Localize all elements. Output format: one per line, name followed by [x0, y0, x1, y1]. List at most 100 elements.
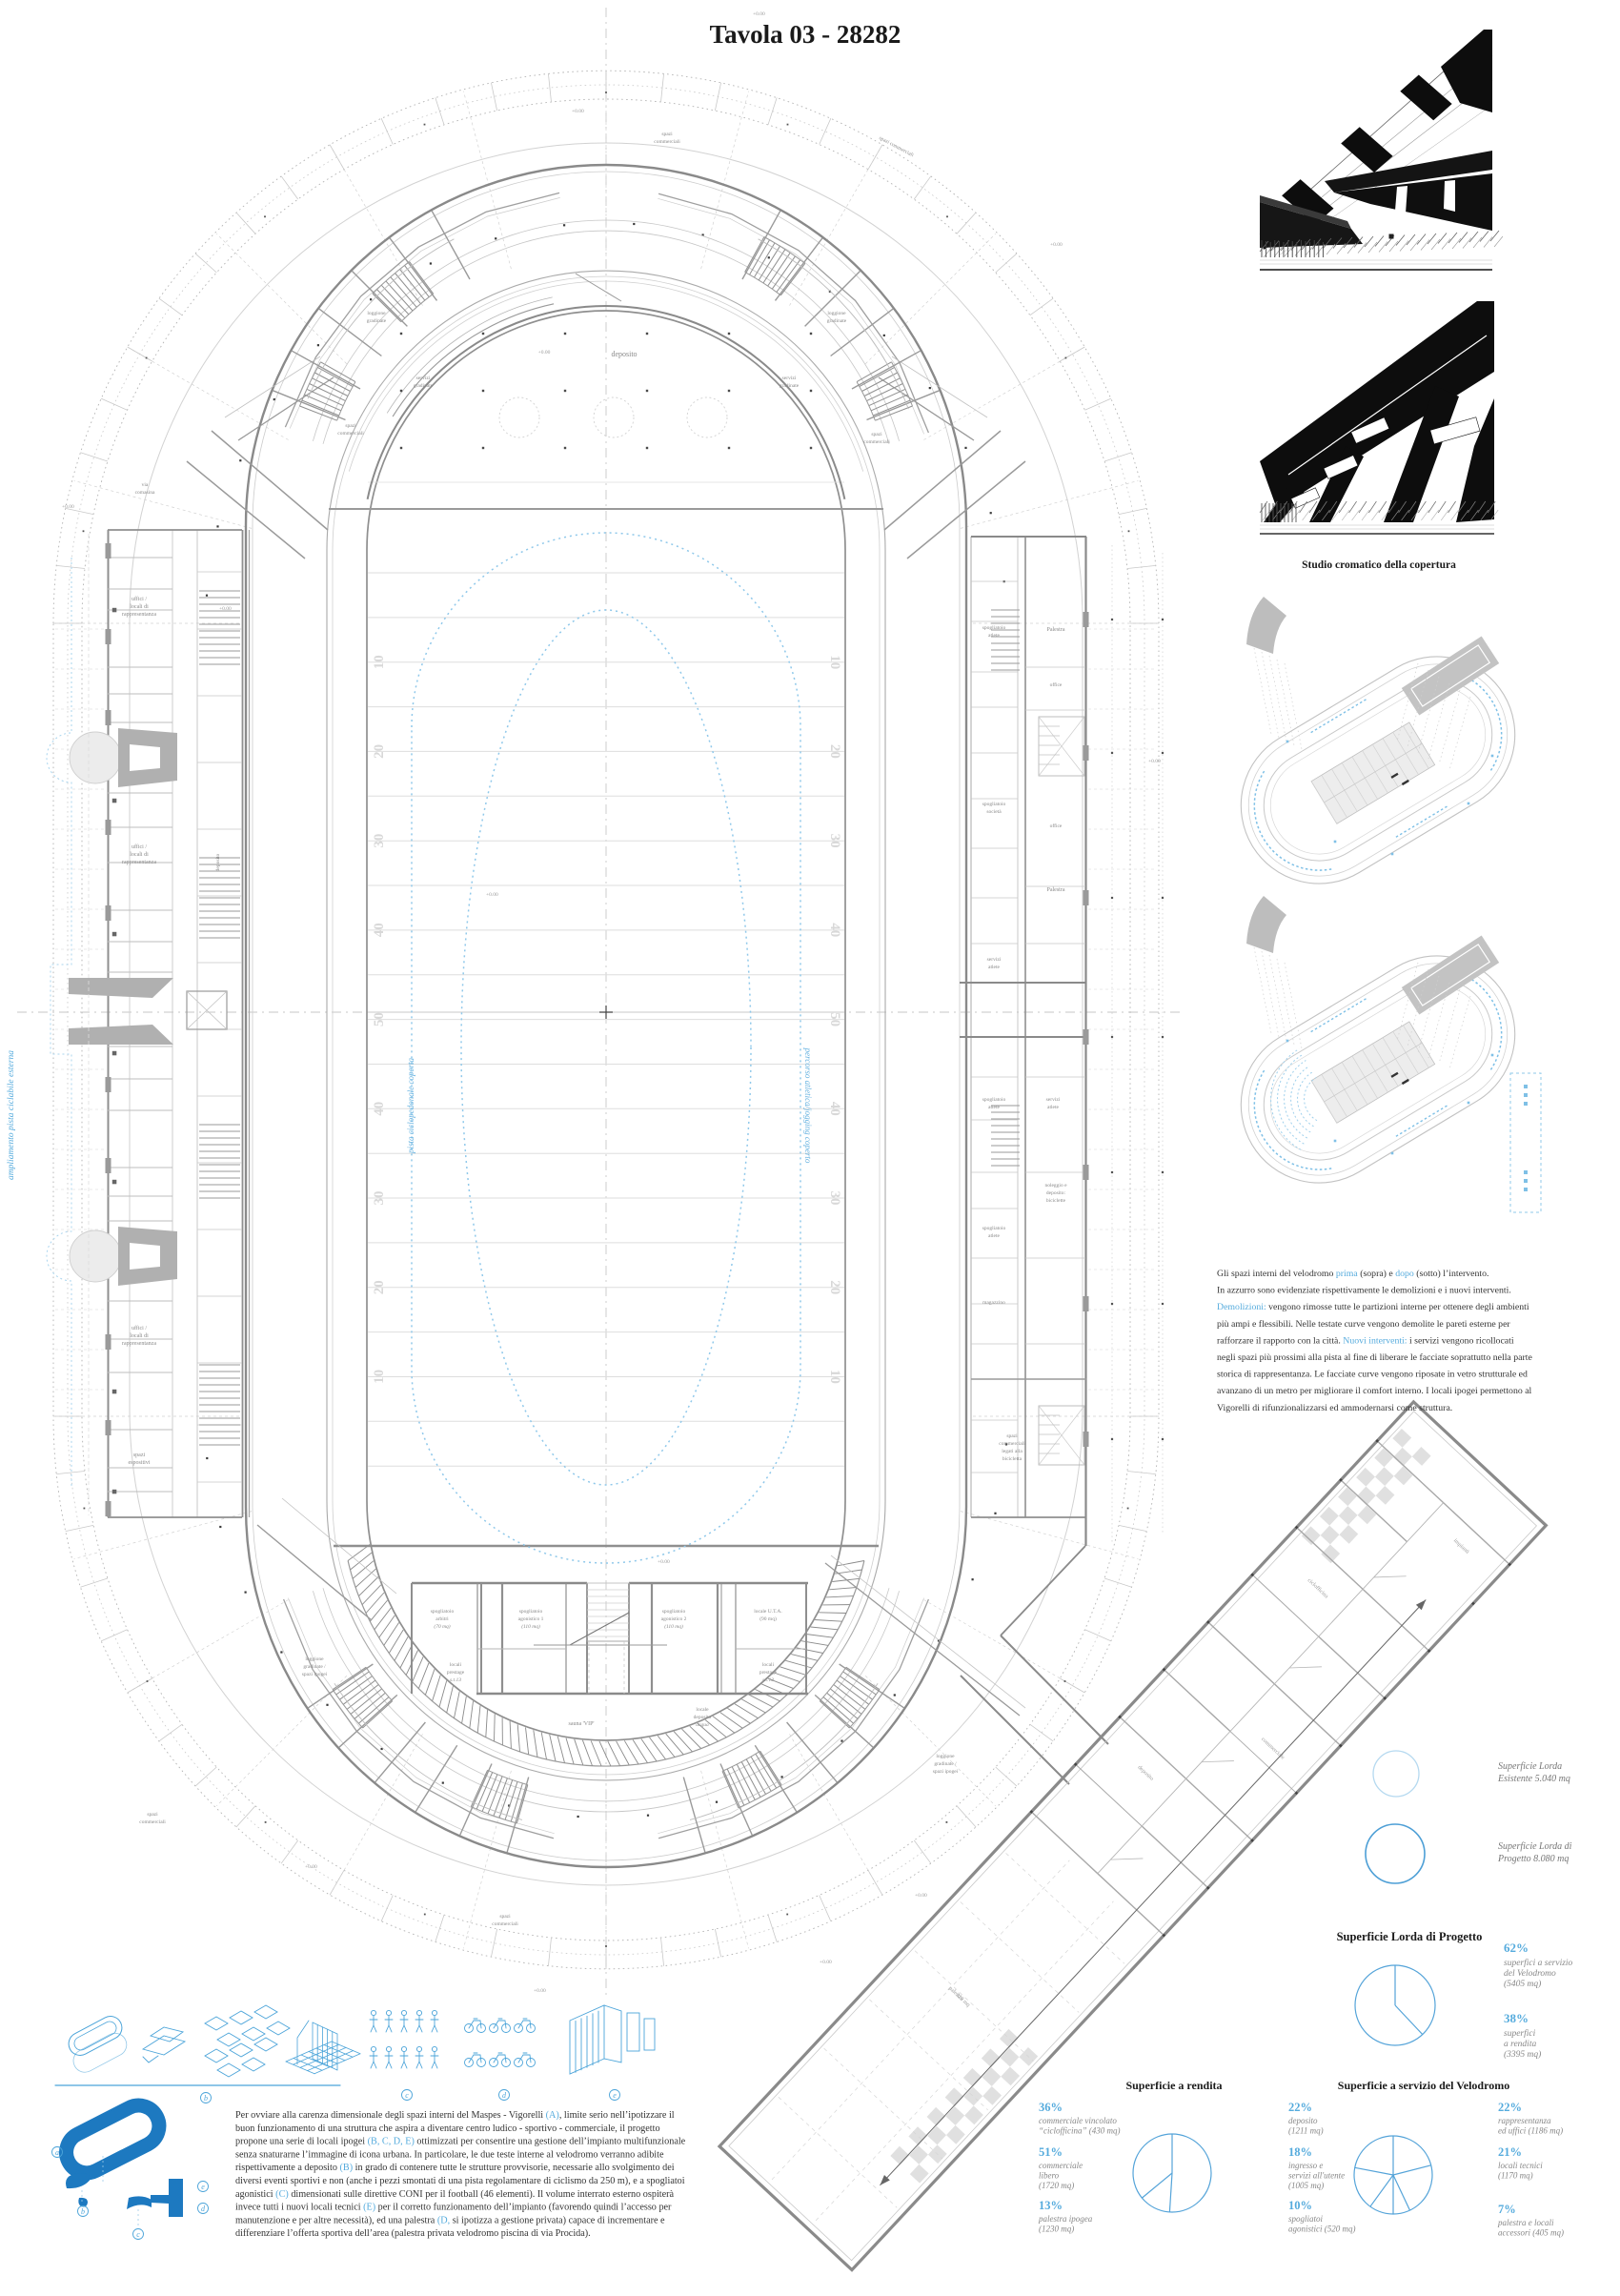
svg-text:20: 20 — [372, 1280, 387, 1294]
svg-text:rappresentanza: rappresentanza — [122, 1341, 156, 1347]
svg-text:rappresentanza: rappresentanza — [122, 860, 156, 865]
svg-text:deposito:: deposito: — [1046, 1190, 1066, 1196]
svg-text:commerciale vincolato: commerciale vincolato — [1039, 2116, 1117, 2125]
svg-text:+0.00: +0.00 — [915, 1893, 927, 1899]
svg-text:20: 20 — [827, 1280, 842, 1294]
svg-text:servizi: servizi — [416, 376, 431, 381]
svg-text:Palestra: Palestra — [1047, 887, 1065, 893]
svg-text:+0.00: +0.00 — [572, 109, 584, 114]
svg-text:loggione: loggione — [936, 1754, 955, 1759]
svg-text:gradinate: gradinate — [780, 383, 800, 389]
svg-text:servizi all'utente: servizi all'utente — [1288, 2171, 1345, 2181]
svg-text:commerciale: commerciale — [1039, 2161, 1083, 2170]
svg-text:a rendita: a rendita — [1504, 2040, 1536, 2049]
svg-text:arbitri: arbitri — [435, 1616, 449, 1622]
svg-text:servizi: servizi — [1046, 1097, 1061, 1103]
svg-text:(1005 mq): (1005 mq) — [1288, 2181, 1324, 2190]
svg-text:(90 mq): (90 mq) — [759, 1615, 777, 1622]
svg-text:b: b — [204, 2094, 208, 2103]
svg-text:13%: 13% — [1039, 2199, 1063, 2212]
svg-text:spazi: spazi — [147, 1812, 158, 1818]
svg-text:30: 30 — [372, 1191, 387, 1206]
svg-text:gradinate: gradinate — [414, 383, 434, 389]
svg-text:commerciali: commerciali — [654, 139, 680, 145]
svg-text:Gli spazi interni del velodrom: Gli spazi interni del velodromo prima (s… — [1217, 1269, 1488, 1279]
svg-text:società: società — [986, 809, 1002, 815]
svg-text:spazi: spazi — [661, 132, 673, 137]
svg-text:c: c — [136, 2230, 140, 2239]
svg-text:locali tecnici: locali tecnici — [1498, 2161, 1543, 2170]
svg-text:ed uffici (1186 mq): ed uffici (1186 mq) — [1498, 2126, 1563, 2136]
svg-text:62%: 62% — [1504, 1940, 1529, 1955]
svg-text:22%: 22% — [1498, 2101, 1522, 2114]
svg-text:+0.00: +0.00 — [753, 11, 765, 17]
svg-text:+0.00: +0.00 — [1050, 242, 1063, 248]
svg-text:18%: 18% — [1288, 2145, 1312, 2159]
svg-text:superfici: superfici — [1504, 2028, 1536, 2039]
svg-text:buon funzionamento di una stru: buon funzionamento di una struttura che … — [235, 2123, 660, 2134]
svg-text:spazi ipogei: spazi ipogei — [302, 1672, 328, 1677]
svg-text:noleggio e: noleggio e — [1044, 1183, 1067, 1189]
svg-text:gradinate: gradinate — [367, 318, 387, 324]
svg-text:spazi ipogei: spazi ipogei — [933, 1769, 959, 1775]
svg-text:(110 mq): (110 mq) — [521, 1623, 540, 1630]
svg-text:comasina: comasina — [135, 490, 155, 496]
svg-text:10: 10 — [827, 1370, 842, 1384]
svg-text:spogliatoio: spogliatoio — [431, 1609, 455, 1615]
svg-text:10: 10 — [827, 655, 842, 669]
svg-text:spogliatoi: spogliatoi — [1288, 2214, 1324, 2224]
svg-text:propone una serie di locali ip: propone una serie di locali ipogei (B, C… — [235, 2137, 686, 2147]
svg-text:Demolizioni: vengono rimosse t: Demolizioni: vengono rimosse tutte le pa… — [1217, 1302, 1529, 1312]
svg-text:locale U.T.A.: locale U.T.A. — [754, 1609, 782, 1615]
svg-text:10%: 10% — [1288, 2199, 1312, 2212]
svg-text:diversi eventi sportivi e non: diversi eventi sportivi e non (anche i p… — [235, 2176, 685, 2186]
svg-text:(1170 mq): (1170 mq) — [1498, 2171, 1533, 2181]
svg-text:superfici a servizio: superfici a servizio — [1504, 1958, 1573, 1968]
svg-text:via: via — [142, 482, 149, 488]
svg-text:locali: locali — [450, 1662, 462, 1668]
svg-text:espositivi: espositivi — [128, 1460, 150, 1466]
svg-text:+0.00: +0.00 — [62, 504, 74, 510]
svg-text:loggione: loggione — [827, 311, 846, 316]
svg-text:atlete: atlete — [988, 1233, 1000, 1239]
svg-text:+0.00: +0.00 — [820, 1960, 832, 1965]
svg-text:senza snaturarne l’immagine di: senza snaturarne l’immagine di icona urb… — [235, 2149, 664, 2160]
svg-text:gradinate /: gradinate / — [303, 1664, 326, 1670]
svg-text:legati alla: legati alla — [1002, 1449, 1023, 1454]
svg-text:c: c — [405, 2091, 409, 2100]
svg-text:20: 20 — [372, 744, 387, 759]
svg-text:Progetto 8.080 mq: Progetto 8.080 mq — [1497, 1854, 1569, 1864]
svg-text:s.t.13: s.t.13 — [450, 1677, 461, 1683]
svg-text:differenziare l’offerta sporti: differenziare l’offerta sportiva dell’ar… — [235, 2228, 591, 2239]
svg-text:gradinate /: gradinate / — [934, 1761, 957, 1767]
svg-text:uffici /: uffici / — [132, 843, 147, 850]
svg-text:uffici /: uffici / — [132, 596, 147, 602]
svg-text:negli spazi più prossimi alla: negli spazi più prossimi alla pista al f… — [1217, 1352, 1532, 1363]
svg-text:(5405 mq): (5405 mq) — [1504, 1979, 1541, 1989]
svg-text:spazi: spazi — [499, 1914, 511, 1920]
svg-text:sauna 'VIP': sauna 'VIP' — [569, 1721, 595, 1727]
svg-text:office: office — [1050, 823, 1063, 829]
svg-text:atlete: atlete — [988, 1105, 1000, 1110]
svg-text:+0.00: +0.00 — [1148, 759, 1161, 764]
svg-text:loggione: loggione — [305, 1656, 324, 1662]
svg-text:invece tutti i nuovi locali te: invece tutti i nuovi locali tecnici (E) … — [235, 2203, 672, 2213]
svg-text:10: 10 — [372, 655, 387, 669]
svg-text:38%: 38% — [1504, 2011, 1529, 2025]
svg-text:e: e — [613, 2091, 617, 2100]
svg-text:spogliatoio: spogliatoio — [982, 1226, 1006, 1231]
svg-text:deposito: deposito — [694, 1715, 712, 1720]
svg-text:40: 40 — [372, 1102, 387, 1116]
svg-text:+0.00: +0.00 — [658, 1559, 670, 1565]
svg-text:In azzurro sono evidenziate ri: In azzurro sono evidenziate rispettivame… — [1217, 1286, 1511, 1296]
svg-text:spazi: spazi — [345, 423, 356, 429]
svg-text:10: 10 — [372, 1370, 387, 1384]
svg-text:rispettivamente a deposito (B): rispettivamente a deposito (B) in grado … — [235, 2163, 675, 2173]
svg-text:(1230 mq): (1230 mq) — [1039, 2225, 1074, 2234]
svg-text:commerciali: commerciali — [139, 1819, 166, 1825]
svg-text:+0.00: +0.00 — [538, 350, 551, 356]
svg-text:gradinate: gradinate — [827, 318, 847, 324]
svg-text:prestage: prestage — [759, 1670, 778, 1676]
svg-text:50: 50 — [372, 1012, 387, 1026]
svg-text:acqua: acqua — [696, 1722, 709, 1728]
